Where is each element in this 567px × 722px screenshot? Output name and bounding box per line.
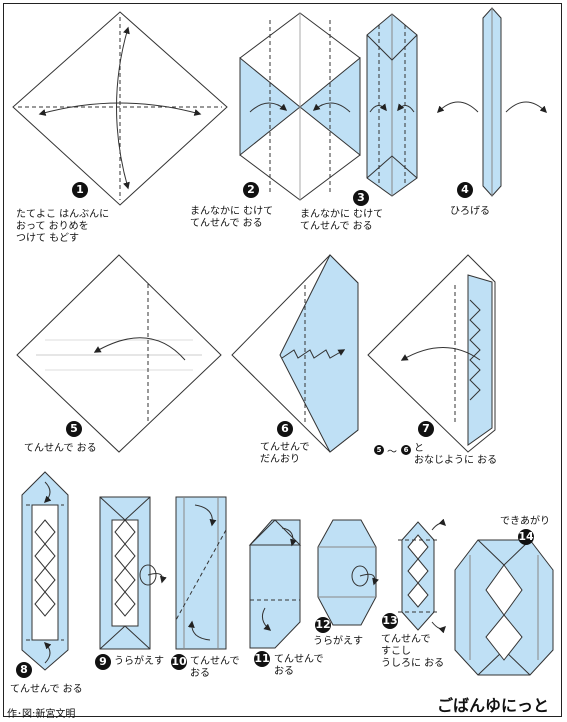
step-ref-6: 6 [401, 445, 411, 455]
step-1-figure [12, 11, 228, 206]
step-number-5: 5 [66, 421, 82, 437]
step-number-11: 11 [254, 651, 270, 667]
step-number-3: 3 [353, 190, 369, 206]
step-number-14: 14 [518, 529, 534, 545]
page-frame [3, 3, 562, 717]
step-number-8: 8 [16, 662, 32, 678]
step-12-figure [317, 519, 379, 626]
step-number-2: 2 [243, 182, 259, 198]
step-3-figure [366, 13, 418, 197]
step-8-figure [21, 471, 69, 671]
step-7-figure [367, 254, 496, 453]
step-number-1: 1 [72, 182, 88, 198]
step-11-figure [248, 519, 302, 649]
step-caption-14: できあがり [500, 516, 550, 527]
step-caption-10: てんせんで おる [190, 656, 240, 679]
step-caption-6: てんせんで だんおり [260, 442, 310, 465]
step-4-figure [437, 7, 547, 197]
step-number-13: 13 [382, 613, 398, 629]
step-number-12: 12 [315, 617, 331, 633]
step-5-figure [16, 254, 222, 453]
step-number-6: 6 [277, 421, 293, 437]
step-caption-7: と おなじように おる [414, 443, 498, 466]
step-caption-1: たてよこ はんぶんに おって おりめを つけて もどす [16, 209, 110, 244]
step-10-figure [175, 496, 227, 650]
step-caption-4: ひろげる [450, 206, 490, 217]
step-number-7: 7 [418, 421, 434, 437]
step-9-figure [99, 496, 167, 650]
step-ref-separator: ～ [387, 447, 397, 458]
step-caption-2: まんなかに むけて てんせんで おる [190, 206, 274, 229]
author-credit: 作･図:新宮文明 [7, 709, 76, 720]
step-14-figure [454, 539, 554, 676]
step-caption-9: うらがえす [114, 656, 164, 667]
step-caption-11: てんせんで おる [274, 654, 324, 677]
step-13-figure [398, 518, 446, 634]
step-caption-12: うらがえす [313, 636, 363, 647]
step-number-4: 4 [457, 182, 473, 198]
step-caption-3: まんなかに むけて てんせんで おる [300, 209, 384, 232]
step-caption-13: てんせんで すこし うしろに おる [381, 634, 445, 669]
diagram-title: ごばんゆにっと [437, 696, 550, 715]
step-caption-5: てんせんで おる [24, 443, 97, 454]
step-number-9: 9 [95, 654, 111, 670]
step-number-10: 10 [171, 654, 187, 670]
step-ref-5: 5 [374, 445, 384, 455]
step-6-figure [231, 254, 359, 453]
step-2-figure [239, 12, 361, 201]
step-caption-8: てんせんで おる [10, 684, 83, 695]
